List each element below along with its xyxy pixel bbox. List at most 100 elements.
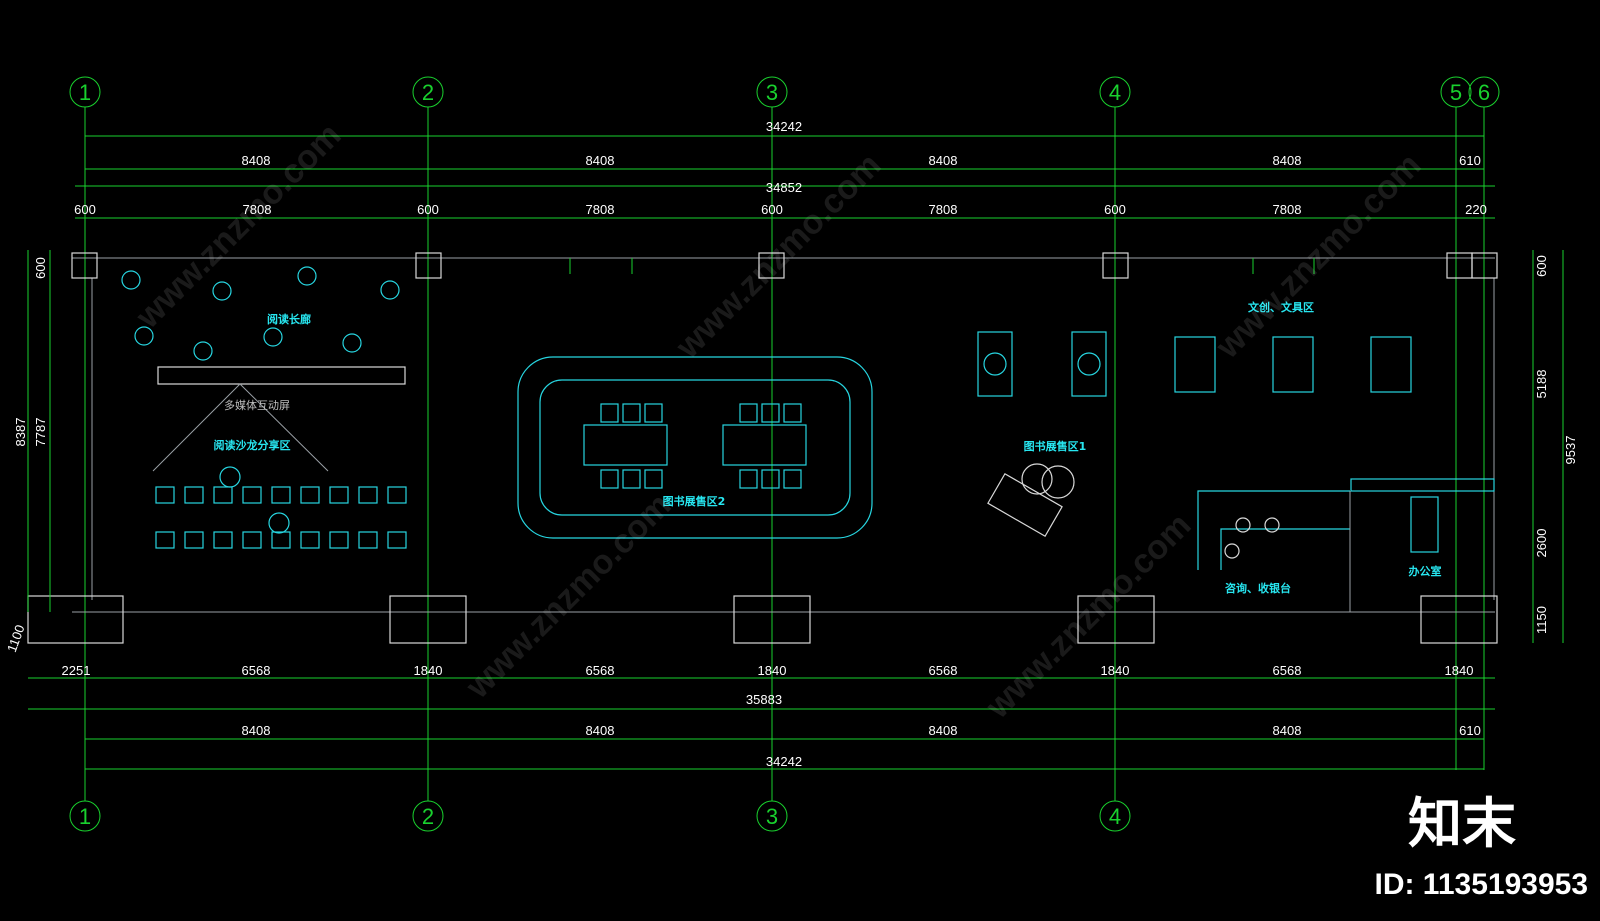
dim-top-bay-5: 610 — [1459, 153, 1481, 168]
dim-top-sub-8: 7808 — [1273, 202, 1302, 217]
label-creative-zone: 文创、文具区 — [1248, 300, 1314, 314]
brand-id: ID: 1135193953 — [1374, 868, 1588, 901]
salon-seat — [387, 486, 407, 504]
label-reading-corridor: 阅读长廊 — [267, 312, 311, 326]
salon-seat — [329, 531, 349, 549]
top-dimension-texts: 34242 8408 8408 8408 8408 610 34852 600 … — [74, 119, 1487, 217]
salon-seat — [155, 531, 175, 549]
book-zone-1-furniture — [987, 463, 1075, 538]
axis-label-1: 1 — [79, 80, 91, 105]
label-office: 办公室 — [1409, 564, 1442, 578]
salon-seat — [300, 486, 320, 504]
dim-top-sub-4: 7808 — [586, 202, 615, 217]
dim-right-5: 1150 — [1534, 606, 1549, 634]
dim-left-1: 600 — [33, 257, 48, 279]
salon-seat — [242, 531, 262, 549]
salon-seat — [358, 486, 378, 504]
axis-label-3-bottom: 3 — [766, 804, 778, 829]
dim-bottom-sub-9: 1840 — [1445, 663, 1474, 678]
right-dimensions: 600 5188 9537 2600 1150 — [1532, 250, 1578, 643]
watermark-5: www.znzmo.com — [978, 506, 1198, 726]
dim-top-sub-9: 220 — [1465, 202, 1487, 217]
dim-top-sub-1: 600 — [74, 202, 96, 217]
salon-seat — [358, 531, 378, 549]
axis-label-2-bottom: 2 — [422, 804, 434, 829]
axis-bubbles-top: 1 2 3 4 5 6 — [69, 76, 1500, 108]
watermark-1: www.znzmo.com — [128, 116, 348, 336]
dim-top-sub-6: 7808 — [929, 202, 958, 217]
salon-seat — [155, 486, 175, 504]
dim-top-sub-5: 600 — [761, 202, 783, 217]
dim-top-sub-3: 600 — [417, 202, 439, 217]
dim-left-2: 8387 — [13, 418, 28, 447]
dim-top-sub-2: 7808 — [243, 202, 272, 217]
dim-bottom-sub-7: 1840 — [1101, 663, 1130, 678]
axis-label-3: 3 — [766, 80, 778, 105]
dim-bottom-bay-2: 8408 — [586, 723, 615, 738]
dim-top-overall2: 34852 — [766, 180, 802, 195]
dim-bottom-overall: 35883 — [746, 692, 782, 707]
dim-bottom-bay-1: 8408 — [242, 723, 271, 738]
dim-top-bay-1: 8408 — [242, 153, 271, 168]
zone2-chair — [600, 469, 619, 489]
zone2-chair — [739, 469, 758, 489]
salon-seat — [271, 531, 291, 549]
zone2-chair — [761, 403, 780, 423]
salon-seat — [271, 486, 291, 504]
building-walls — [27, 252, 1498, 644]
salon-seats — [155, 486, 407, 549]
axis-label-1-bottom: 1 — [79, 804, 91, 829]
zone2-chair — [783, 469, 802, 489]
book-zone-2-chairs — [600, 403, 802, 489]
salon-seat — [213, 531, 233, 549]
dim-left-3: 7787 — [33, 418, 48, 447]
salon-seat — [329, 486, 349, 504]
creative-zone-displays — [977, 331, 1412, 397]
dim-right-1: 600 — [1534, 255, 1549, 277]
dim-right-2: 5188 — [1534, 370, 1549, 399]
label-service-desk: 咨询、收银台 — [1225, 581, 1291, 595]
watermark-4: www.znzmo.com — [458, 486, 678, 706]
axis-label-4: 4 — [1109, 80, 1121, 105]
bottom-dimension-lines — [28, 677, 1495, 770]
dim-top-bay-4: 8408 — [1273, 153, 1302, 168]
dim-bottom-sub-6: 6568 — [929, 663, 958, 678]
zone2-chair — [783, 403, 802, 423]
axis-label-4-bottom: 4 — [1109, 804, 1121, 829]
dim-top-bay-3: 8408 — [929, 153, 958, 168]
salon-seat — [300, 531, 320, 549]
dim-right-4: 2600 — [1534, 529, 1549, 558]
dim-top-overall: 34242 — [766, 119, 802, 134]
salon-seat — [387, 531, 407, 549]
salon-seat — [242, 486, 262, 504]
reading-corridor-furniture — [121, 266, 406, 534]
bottom-dimension-texts: 2251 6568 1840 6568 1840 6568 1840 6568 … — [62, 663, 1481, 769]
salon-seat — [184, 486, 204, 504]
zone2-chair — [644, 403, 663, 423]
dim-bottom-sub-1: 2251 — [62, 663, 91, 678]
book-zone-2-furniture — [517, 356, 873, 539]
dim-bottom-sub-5: 1840 — [758, 663, 787, 678]
dim-bottom-sub-3: 1840 — [414, 663, 443, 678]
zone2-chair — [600, 403, 619, 423]
dim-left-bottom: 1100 — [4, 623, 28, 654]
axis-label-2: 2 — [422, 80, 434, 105]
dim-bottom-bay-4: 8408 — [1273, 723, 1302, 738]
dim-bottom-overall2: 34242 — [766, 754, 802, 769]
zone2-chair — [622, 469, 641, 489]
dim-top-bay-2: 8408 — [586, 153, 615, 168]
room-labels: 阅读长廊 多媒体互动屏 阅读沙龙分享区 图书展售区2 图书展售区1 文创、文具区… — [214, 300, 1442, 595]
dim-top-sub-7: 600 — [1104, 202, 1126, 217]
salon-seat — [213, 486, 233, 504]
zone2-chair — [622, 403, 641, 423]
dim-right-3: 9537 — [1563, 436, 1578, 465]
axis-label-5: 5 — [1450, 80, 1462, 105]
label-book-zone-2: 图书展售区2 — [663, 494, 726, 508]
left-dimensions: 600 8387 7787 1100 — [4, 250, 51, 654]
watermark-3: www.znzmo.com — [1208, 146, 1428, 366]
axis-bubbles-bottom: 1 2 3 4 — [69, 800, 1131, 832]
service-office-area — [1197, 478, 1495, 612]
dim-bottom-bay-3: 8408 — [929, 723, 958, 738]
zone2-chair — [739, 403, 758, 423]
